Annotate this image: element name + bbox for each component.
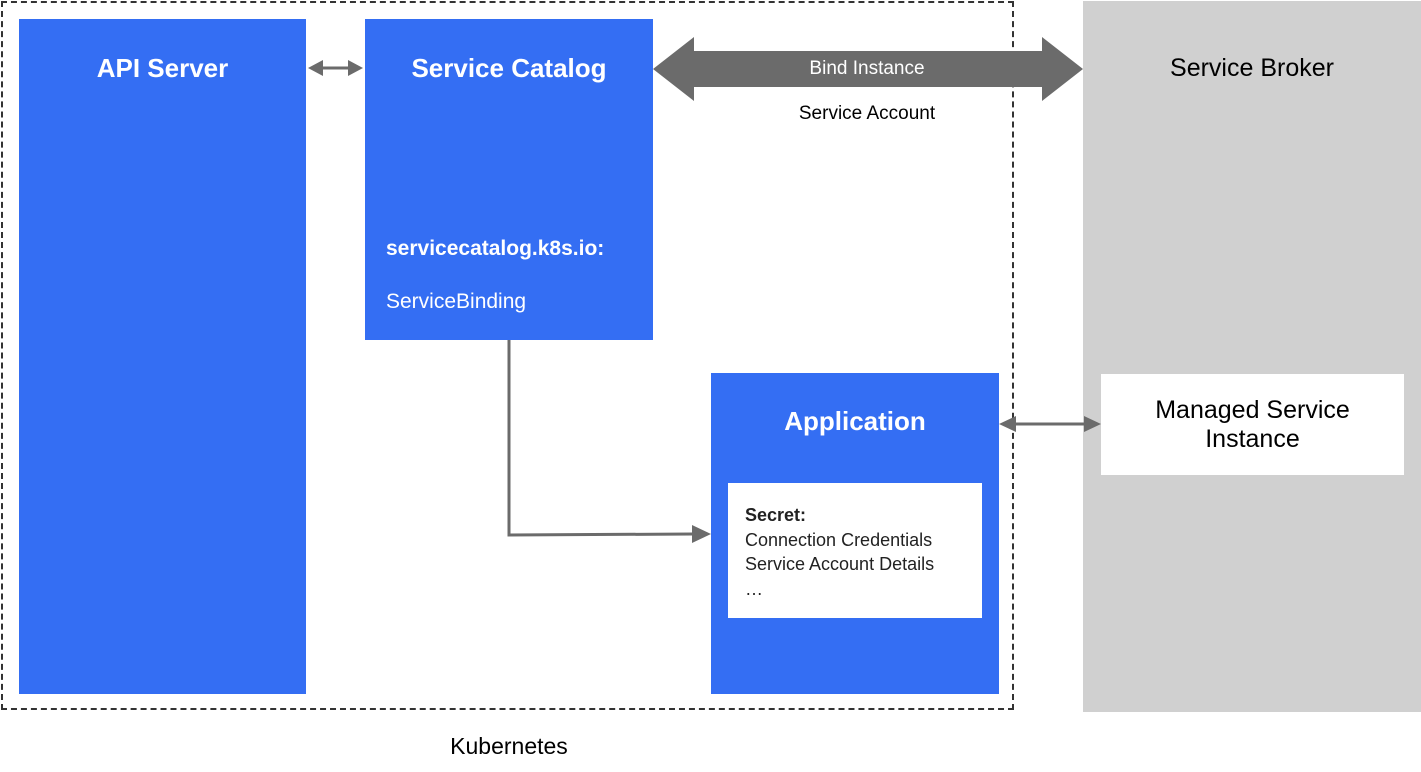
service-account-label: Service Account: [798, 103, 936, 124]
secret-box: Secret: Connection Credentials Service A…: [728, 483, 982, 618]
secret-title: Secret:: [745, 505, 807, 525]
managed-instance-line-2: Instance: [1205, 425, 1300, 453]
managed-service-instance-box: Managed Service Instance: [1101, 374, 1404, 475]
bind-instance-arrow: [653, 37, 1083, 101]
resource-kind-label: ServiceBinding: [386, 290, 527, 313]
binding-to-application-connector: [507, 340, 711, 543]
service-catalog-box: Service Catalog servicecatalog.k8s.io: S…: [365, 19, 653, 340]
service-broker-title: Service Broker: [1170, 54, 1334, 82]
application-instance-arrow: [999, 416, 1101, 432]
secret-line-account-details: Service Account Details: [745, 554, 935, 574]
service-broker-panel: Service Broker Managed Service Instance: [1083, 1, 1421, 712]
secret-line-credentials: Connection Credentials: [745, 529, 933, 550]
managed-instance-line-1: Managed Service: [1155, 396, 1350, 424]
secret-line-ellipsis: …: [745, 578, 763, 599]
kubernetes-boundary: [1, 1, 1014, 710]
service-catalog-title: Service Catalog: [411, 53, 607, 83]
application-title: Application: [784, 406, 926, 436]
api-server-box: API Server: [19, 19, 306, 694]
api-server-title: API Server: [96, 53, 229, 83]
kubernetes-label: Kubernetes: [450, 733, 568, 759]
bind-instance-label: Bind Instance: [809, 58, 925, 79]
application-box: Application Secret: Connection Credentia…: [711, 373, 999, 694]
api-group-label: servicecatalog.k8s.io:: [386, 237, 605, 260]
api-catalog-arrow: [308, 60, 363, 76]
